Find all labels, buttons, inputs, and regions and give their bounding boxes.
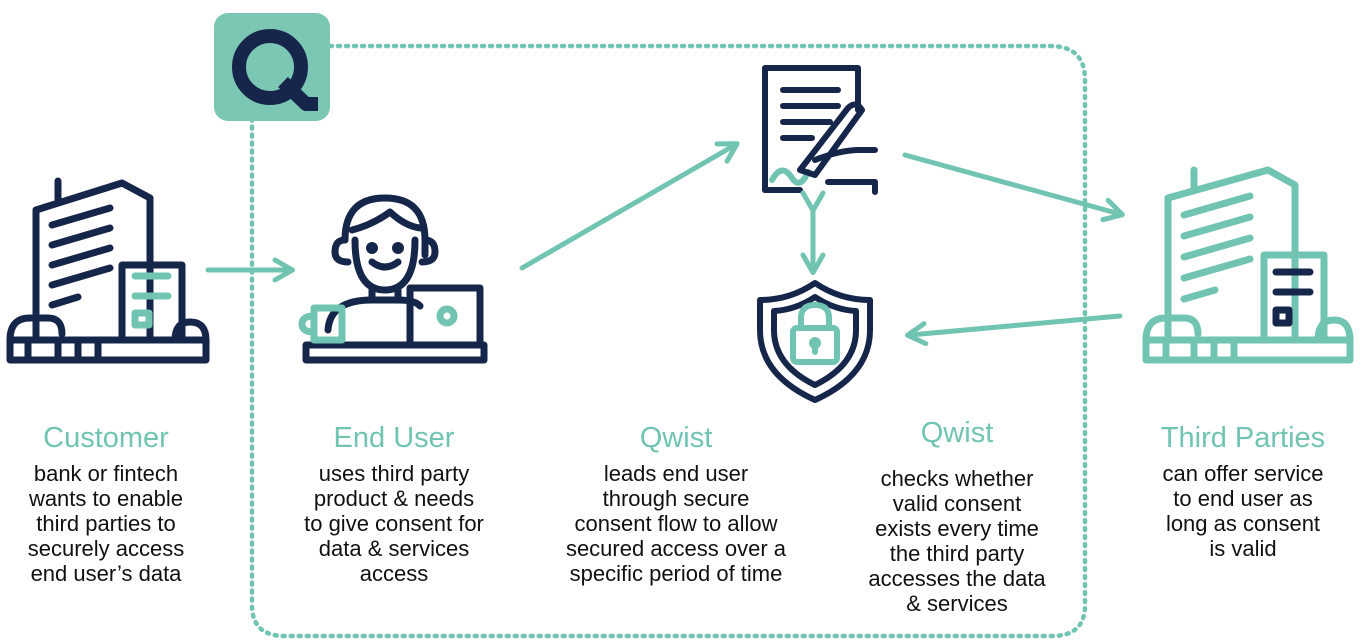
qwist-flow-desc-line: leads end user — [603, 461, 749, 486]
customer-label: Customer bank or fintech wants to enable… — [0, 421, 226, 586]
arrow-third-parties-to-shield — [905, 313, 1123, 347]
end-user-label: End User uses third party product & need… — [274, 421, 514, 586]
arrow-end-user-to-contract — [519, 141, 740, 271]
end-user-laptop-icon — [298, 194, 488, 364]
shield-lock-icon — [757, 280, 873, 403]
customer-building-icon — [6, 177, 210, 364]
third-parties-desc: can offer service to end user as long as… — [1123, 461, 1363, 561]
qwist-check-desc-line: accesses the data — [868, 566, 1046, 591]
q-logo-icon — [214, 13, 330, 121]
qwist-flow-desc-line: consent flow to allow — [574, 511, 778, 536]
end-user-title: End User — [333, 422, 455, 454]
end-user-desc-line: uses third party — [318, 461, 470, 486]
qwist-check-desc: checks whether valid consent exists ever… — [837, 466, 1077, 616]
qwist-check-desc-line: & services — [906, 591, 1008, 616]
end-user-desc-line: data & services — [318, 536, 470, 561]
third-party-building-icon — [1142, 166, 1354, 364]
qwist-boundary — [249, 43, 1088, 639]
qwist-check-title: Qwist — [920, 417, 994, 449]
qwist-flow-desc-line: secured access over a — [565, 536, 787, 561]
customer-title: Customer — [43, 422, 169, 454]
end-user-desc-line: access — [359, 561, 429, 586]
customer-desc-line: wants to enable — [28, 486, 184, 511]
third-parties-desc-line: can offer service — [1162, 461, 1324, 486]
third-parties-desc-line: is valid — [1209, 536, 1277, 561]
customer-desc-line: securely access — [27, 536, 185, 561]
contract-signing-icon — [762, 65, 878, 195]
customer-desc-line: third parties to — [36, 511, 176, 536]
qwist-check-desc-line: valid consent — [892, 491, 1022, 516]
customer-desc-line: bank or fintech — [33, 461, 179, 486]
customer-desc-line: end user’s data — [30, 561, 182, 586]
arrow-contract-to-third-parties — [902, 152, 1125, 223]
customer-desc: bank or fintech wants to enable third pa… — [0, 461, 226, 586]
end-user-desc-line: product & needs — [313, 486, 475, 511]
qwist-check-desc-line: checks whether — [880, 466, 1034, 491]
end-user-desc-line: to give consent for — [304, 511, 484, 536]
qwist-flow-desc-line: specific period of time — [569, 561, 783, 586]
qwist-check-desc-line: exists every time — [875, 516, 1039, 541]
qwist-check-desc-line: the third party — [889, 541, 1025, 566]
qwist-flow-desc-line: through secure — [602, 486, 750, 511]
third-parties-title: Third Parties — [1160, 422, 1326, 454]
end-user-desc: uses third party product & needs to give… — [274, 461, 514, 586]
qwist-flow-label: Qwist leads end user through secure cons… — [556, 421, 796, 586]
qwist-flow-title: Qwist — [639, 422, 713, 454]
qwist-check-label: Qwist checks whether valid consent exist… — [837, 416, 1077, 616]
third-parties-desc-line: long as consent — [1165, 511, 1321, 536]
third-parties-label: Third Parties can offer service to end u… — [1123, 421, 1363, 561]
third-parties-desc-line: to end user as — [1173, 486, 1313, 511]
qwist-flow-desc: leads end user through secure consent fl… — [556, 461, 796, 586]
